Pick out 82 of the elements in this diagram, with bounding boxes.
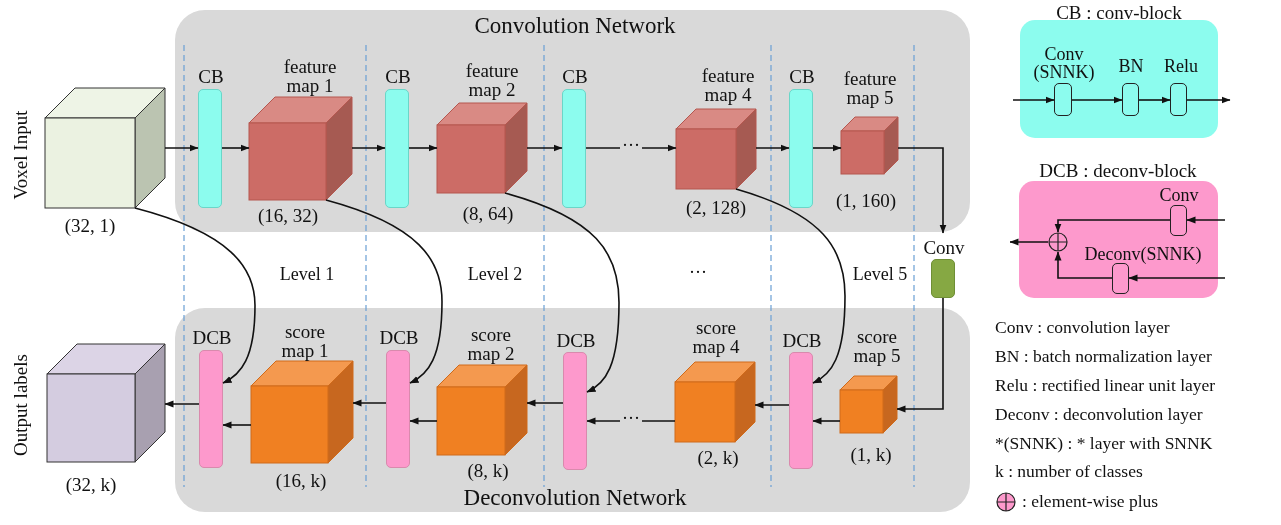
arrow [585,144,677,152]
arrow [586,417,676,425]
level-label: Level 5 [852,265,908,283]
dimension-label: (8, 64) [462,203,514,223]
arrow [526,399,564,407]
block-label: Conv [1159,186,1199,204]
dimension-label: (1, k) [850,444,892,464]
arrow [812,144,842,152]
block-label: CB [789,66,815,86]
arrow [812,417,841,425]
panel-title: Convolution Network [474,13,676,37]
arrow [1071,96,1123,104]
block-label: DCB [556,330,596,350]
definition-text: BN : batch normalization layer [995,348,1212,366]
arrow [1186,216,1226,224]
dimension-label: (8, k) [467,460,509,480]
network-panel [175,10,970,232]
map-label: score map 4 [691,318,741,356]
block-label: Relu [1164,57,1198,75]
arrow [409,417,438,425]
definition-text: Conv : convolution layer [995,319,1170,337]
definition-text: Deconv : deconvolution layer [995,406,1203,424]
arrow [1012,96,1055,104]
dimension-label: (16, k) [275,470,327,490]
arrow [134,207,256,384]
map-label: score map 2 [466,325,516,363]
arrow [1054,219,1171,233]
level-label: Level 1 [279,265,335,283]
arrow [164,144,199,152]
arrow [164,400,200,408]
definition-text: *(SNNK) : * layer with SNNK [995,435,1213,453]
map-label: feature map 4 [700,66,756,104]
dimension-label: (1, 160) [835,190,897,210]
dimension-label: (32, k) [65,474,117,494]
arrow [526,144,563,152]
block-label: Conv (SNNK) [1032,45,1096,81]
arrow [1009,238,1049,246]
map-label: feature map 2 [464,61,520,99]
definition-text: Relu : rectified linear unit layer [995,377,1216,395]
arrow [897,147,947,234]
arrow [408,144,438,152]
arrow [1128,274,1226,282]
panel-title: Deconvolution Network [463,485,687,509]
network-panel [175,308,970,512]
arrow [735,188,846,384]
block-label: DCB [192,327,232,347]
panel-title: CB : conv-block [1056,2,1182,22]
arrow [755,144,790,152]
block-label: CB [198,66,224,86]
level-label: Level 2 [467,265,523,283]
block-label: Deconv(SNNK) [1084,245,1202,263]
arrow [351,144,386,152]
legend-text: : element-wise plus [1022,493,1159,511]
dimension-label: (2, 128) [685,197,747,217]
arrow [1138,96,1171,104]
axis-label: Voxel Input [10,110,30,200]
dimension-label: (2, k) [697,447,739,467]
map-label: score map 5 [852,327,902,365]
arrow [896,297,944,413]
arrow [325,199,443,384]
definition-text: k : number of classes [995,463,1143,481]
arrow [221,144,250,152]
axis-label: Output labels [10,354,30,456]
map-label: feature map 5 [842,69,898,107]
block-label: DCB [782,330,822,350]
block-label: CB [562,66,588,86]
arrow [1054,251,1113,279]
dimension-label: (16, 32) [257,205,319,225]
block-label: Conv [923,237,965,257]
block-label: BN [1118,57,1144,75]
dimension-label: (32, 1) [64,215,116,235]
ellipsis-label: ··· [689,263,707,281]
panel-title: DCB : deconv-block [1039,160,1197,180]
arrow [754,401,790,409]
arrow [352,399,387,407]
map-label: score map 1 [280,322,330,360]
arrow [222,421,252,429]
block-label: DCB [379,327,419,347]
arrow [504,192,620,393]
arrow [1186,96,1231,104]
block-label: CB [385,66,411,86]
map-label: feature map 1 [282,57,338,95]
